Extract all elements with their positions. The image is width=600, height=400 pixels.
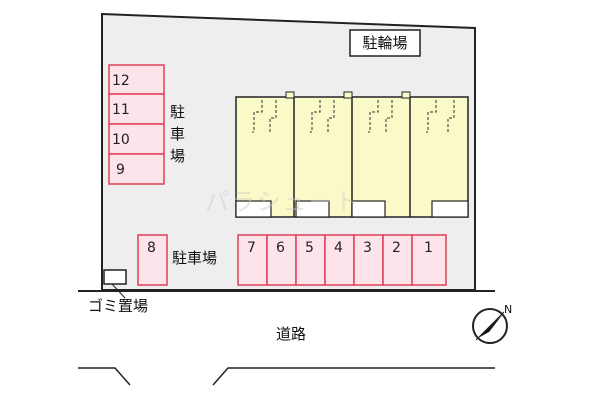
parking-stall-1 (411, 234, 447, 286)
parking-stall-2-label: 2 (392, 240, 401, 256)
parking-stall-6-label: 6 (276, 240, 285, 256)
parking-stall-4-label: 4 (334, 240, 343, 256)
road-label: 道路 (276, 325, 306, 343)
bicycle-parking-label: 駐輪場 (362, 34, 407, 52)
garbage-leader-line (111, 283, 126, 299)
parking-label-vertical-char1: 駐 (170, 103, 185, 121)
compass-north-label: N (504, 303, 512, 316)
watermark: パラシュート (205, 188, 361, 216)
parking-stall-7-label: 7 (247, 240, 256, 256)
compass-icon: N (472, 303, 512, 344)
parking-left-column: 12 11 10 9 (108, 64, 165, 185)
parking-stall-12-label: 12 (112, 73, 130, 89)
parking-stall-4 (324, 234, 355, 286)
parking-stall-10 (108, 123, 165, 155)
building (235, 91, 469, 218)
road-lower-edge-left (78, 367, 131, 386)
parking-label-vertical-char3: 場 (170, 147, 185, 165)
parking-stall-1-label: 1 (424, 240, 433, 256)
parking-label-vertical: 駐 車 場 (170, 103, 190, 165)
parking-label-vertical-char2: 車 (170, 125, 185, 143)
parking-bottom-row: 7 6 5 4 3 2 1 (237, 234, 447, 286)
parking-stall-3 (353, 234, 384, 286)
parking-stall-5-label: 5 (305, 240, 314, 256)
parking-label-horizontal: 駐車場 (172, 249, 217, 267)
parking-stall-2 (382, 234, 413, 286)
parking-stall-11-label: 11 (112, 102, 130, 118)
garbage-label: ゴミ置場 (88, 297, 148, 315)
garbage-box (103, 269, 127, 285)
parking-stall-3-label: 3 (363, 240, 372, 256)
parking-stall-9 (108, 153, 165, 185)
parking-stall-6 (266, 234, 297, 286)
parking-stall-7 (237, 234, 268, 286)
parking-stall-10-label: 10 (112, 132, 130, 148)
bicycle-parking-box (349, 29, 421, 57)
parking-stall-8-label: 8 (147, 240, 156, 256)
road-lower-edge-right (212, 367, 495, 386)
parking-stall-11 (108, 93, 165, 125)
parking-stall-8 (137, 234, 168, 286)
parking-stall-9-label: 9 (116, 162, 125, 178)
